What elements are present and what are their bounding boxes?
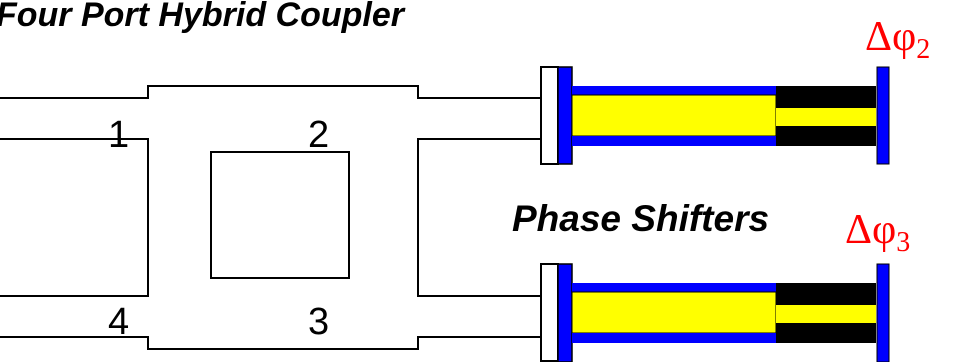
end-bar-right-bottom [876,263,890,362]
port-4-label: 4 [108,301,129,343]
black-load-lower-top [776,126,876,146]
flange-bottom [540,263,559,362]
phase-label-top: Δφ2 [865,14,930,65]
blue-rail-lower-top [572,136,776,146]
black-load-lower-bottom [776,323,876,343]
phase-label-bottom: Δφ3 [845,207,910,258]
coupler-right-upper [417,138,540,297]
end-bar-left-bottom [557,263,573,362]
phase-shifter-top [540,66,890,165]
diagram-title: Four Port Hybrid Coupler [0,0,406,34]
phase-label-top-symbol: Δφ [865,14,916,60]
phase-label-bottom-symbol: Δφ [845,207,896,253]
phase-label-bottom-subscript: 3 [896,227,910,258]
port-2-label: 2 [308,114,329,156]
port-1-label: 1 [108,114,129,156]
yellow-body-top [571,94,777,137]
blue-rail-upper-top [572,86,876,95]
yellow-gap-top [776,108,876,126]
end-bar-left-top [557,66,573,165]
yellow-body-bottom [571,291,777,334]
coupler-bottom-edge [0,336,540,350]
black-load-upper-bottom [776,283,876,305]
black-load-upper-top [776,86,876,108]
yellow-gap-bottom [776,305,876,323]
coupler-top-edge [0,85,540,99]
coupler-upper-arm [0,138,149,297]
phase-shifters-label: Phase Shifters [512,198,769,239]
end-bar-right-top [876,66,890,165]
port-3-label: 3 [308,301,329,343]
blue-rail-lower-bottom [572,333,776,343]
phase-label-top-subscript: 2 [916,34,930,65]
phase-shifter-bottom [540,263,890,362]
blue-rail-upper-bottom [572,283,876,292]
hybrid-coupler [0,85,540,350]
flange-top [540,66,559,165]
coupler-inner-square [210,151,350,279]
